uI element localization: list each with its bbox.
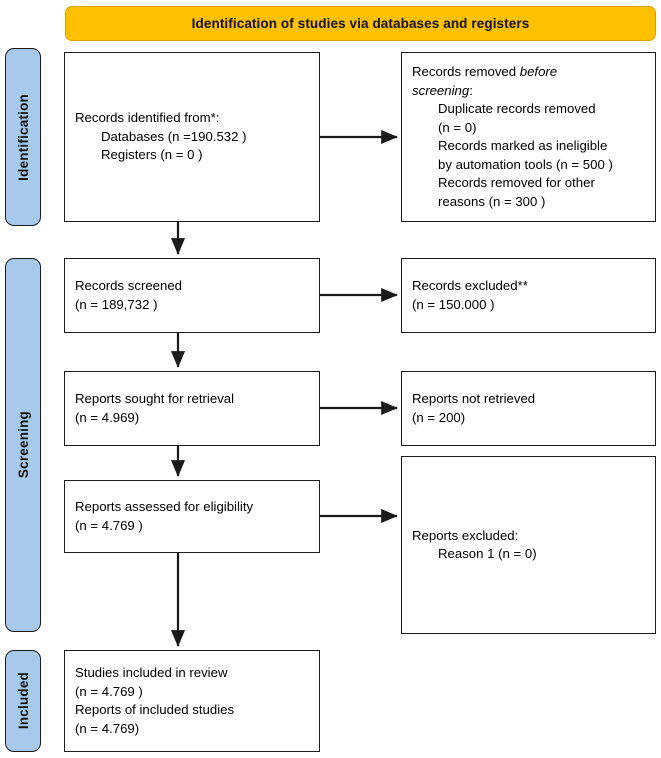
records-removed-duplicate: Duplicate records removed [438, 101, 596, 116]
records-removed-other: Records removed for other [438, 175, 595, 190]
box-records-screened: Records screened (n = 189,732 ) [64, 258, 320, 333]
records-removed-ineligible-count: by automation tools (n = 500 ) [438, 156, 613, 172]
records-removed-ineligible: Records marked as ineligible [438, 138, 608, 153]
reports-of-included-studies-count: (n = 4.769) [75, 720, 140, 736]
header-banner: Identification of studies via databases … [65, 6, 656, 41]
records-removed-lead: Records removed [412, 64, 520, 79]
reports-excluded-reason-1: Reason 1 (n = 0) [438, 546, 537, 561]
header-banner-title: Identification of studies via databases … [191, 16, 530, 31]
stage-label-included-text: Included [15, 672, 31, 730]
records-identified-line-1: Records identified from*: [75, 110, 220, 126]
records-removed-line-2: screening: [412, 82, 645, 101]
reports-sought-count: (n = 4.969) [75, 409, 140, 425]
records-identified-databases: Databases (n =190.532 ) [101, 128, 247, 144]
reports-assessed-label: Reports assessed for eligibility [75, 499, 254, 514]
studies-included-count: (n = 4.769 ) [75, 683, 143, 699]
box-reports-excluded-reasons: Reports excluded: Reason 1 (n = 0) [401, 456, 656, 634]
reports-not-retrieved-label: Reports not retrieved [412, 391, 536, 406]
records-excluded-label: Records excluded** [412, 278, 528, 293]
box-records-excluded: Records excluded** (n = 150.000 ) [401, 258, 656, 333]
box-records-identified: Records identified from*: Databases (n =… [64, 52, 320, 222]
box-records-removed-before-screening: Records removed before screening: Duplic… [401, 52, 656, 222]
stage-label-screening: Screening [5, 258, 41, 632]
studies-included-label: Studies included in review [75, 665, 228, 680]
records-removed-line-1: Records removed before [412, 63, 645, 82]
box-studies-included: Studies included in review (n = 4.769 ) … [64, 650, 320, 752]
records-removed-duplicate-count: (n = 0) [438, 119, 477, 135]
stage-label-included: Included [5, 650, 41, 752]
reports-of-included-studies-label: Reports of included studies [75, 702, 235, 717]
reports-sought-label: Reports sought for retrieval [75, 391, 235, 406]
stage-label-screening-text: Screening [15, 411, 31, 479]
records-removed-italic-before: before [519, 64, 558, 79]
records-identified-registers: Registers (n = 0 ) [101, 147, 203, 163]
reports-excluded-label: Reports excluded: [412, 527, 519, 543]
records-screened-count: (n = 189,732 ) [75, 296, 158, 312]
box-reports-not-retrieved: Reports not retrieved (n = 200) [401, 371, 656, 446]
records-screened-label: Records screened [75, 278, 183, 293]
stage-label-identification: Identification [5, 48, 41, 226]
stage-label-identification-text: Identification [15, 93, 31, 181]
records-removed-colon: : [469, 82, 473, 98]
records-removed-italic-screening: screening [412, 82, 470, 98]
box-reports-assessed-for-eligibility: Reports assessed for eligibility (n = 4.… [64, 480, 320, 553]
reports-assessed-count: (n = 4.769 ) [75, 517, 143, 533]
reports-not-retrieved-count: (n = 200) [412, 409, 466, 425]
records-removed-other-count: reasons (n = 300 ) [438, 193, 546, 209]
box-reports-sought-for-retrieval: Reports sought for retrieval (n = 4.969) [64, 371, 320, 446]
records-excluded-count: (n = 150.000 ) [412, 296, 495, 312]
